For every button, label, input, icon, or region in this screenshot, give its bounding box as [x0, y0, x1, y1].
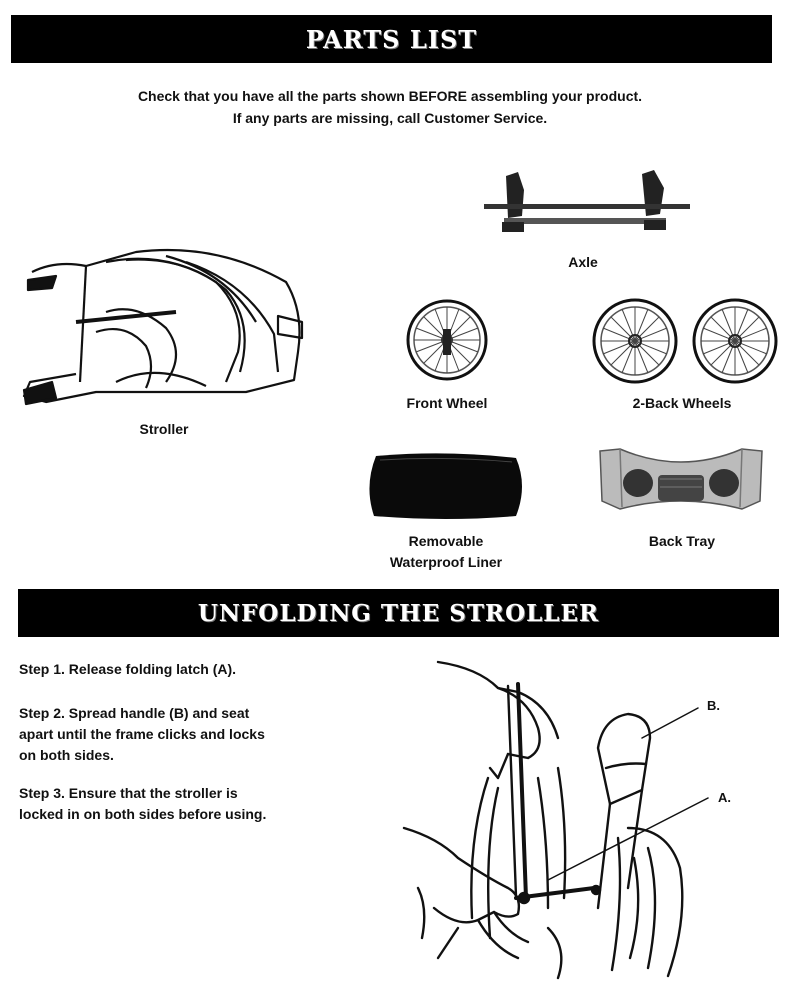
intro-line-1: Check that you have all the parts shown …	[137, 88, 643, 104]
back-tray-icon	[599, 448, 763, 510]
front-wheel-label: Front Wheel	[406, 395, 488, 411]
liner-icon	[369, 453, 522, 519]
callout-a: A.	[718, 790, 731, 805]
front-wheel-icon	[406, 299, 488, 381]
back-wheels-label: 2-Back Wheels	[632, 395, 732, 411]
step-1-text: Step 1. Release folding latch (A).	[19, 661, 237, 677]
step-3-text: Step 3. Ensure that the stroller is lock…	[19, 785, 267, 822]
axle-label: Axle	[568, 254, 598, 270]
stroller-label: Stroller	[139, 421, 189, 437]
unfolding-banner: UNFOLDING THE STROLLER	[18, 589, 779, 637]
callout-b: B.	[707, 698, 720, 713]
liner-label-line-2: Waterproof Liner	[389, 554, 503, 570]
intro-line-2: If any parts are missing, call Customer …	[232, 110, 548, 126]
back-tray-label: Back Tray	[648, 533, 716, 549]
parts-list-banner: PARTS LIST	[11, 15, 772, 63]
parts-list-title: PARTS LIST	[305, 24, 478, 54]
unfolding-illustration-icon	[402, 660, 709, 980]
liner-label-line-1: Removable	[408, 533, 484, 549]
unfolding-title: UNFOLDING THE STROLLER	[197, 599, 600, 627]
folded-stroller-icon	[22, 248, 304, 406]
axle-icon	[484, 170, 690, 232]
back-wheels-icon	[592, 298, 778, 384]
step-2-text: Step 2. Spread handle (B) and seat apart…	[19, 705, 265, 763]
